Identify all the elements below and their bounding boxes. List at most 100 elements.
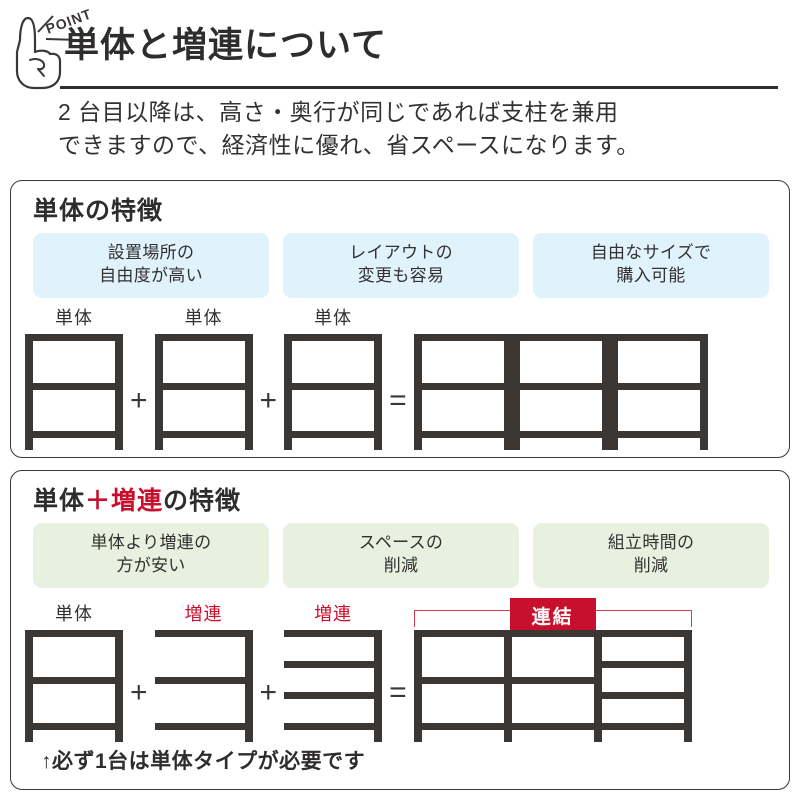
shelf-beam xyxy=(503,630,602,637)
page-title-wrap: 単体と増連について xyxy=(60,28,760,69)
intro-line-1: 2 台目以降は、高さ・奥行が同じであれば支柱を兼用 xyxy=(58,99,619,125)
unit-label: 単体 xyxy=(314,308,353,328)
shelf-beam xyxy=(503,677,602,684)
unit-label: 増連 xyxy=(184,604,223,624)
shelf-unit xyxy=(25,334,123,450)
footnote: ↑必ず1台は単体タイプが必要です xyxy=(41,750,366,773)
shelf-unit xyxy=(511,334,610,450)
shelf-beam xyxy=(593,692,692,699)
title-underline xyxy=(60,86,778,89)
operator-equals: = xyxy=(389,384,407,417)
chip-line-1: 設置場所の xyxy=(107,243,195,262)
intro-text: 2 台目以降は、高さ・奥行が同じであれば支柱を兼用 できますので、経済性に優れ、… xyxy=(58,96,758,161)
panel-single-unit: 単体の特徴 設置場所の 自由度が高い レイアウトの 変更も容易 自由なサイズで … xyxy=(10,180,790,458)
unit-block: 増連 xyxy=(154,604,253,742)
shelf-beam xyxy=(25,383,123,390)
shelf-unit xyxy=(154,630,253,742)
shelf-beam xyxy=(413,723,512,730)
operator-plus: + xyxy=(259,676,278,709)
panel-single-title: 単体の特徴 xyxy=(33,197,164,225)
shelf-unit xyxy=(503,630,602,742)
shelf-beam xyxy=(25,334,123,341)
shelf-unit xyxy=(609,334,708,450)
shelf-beam xyxy=(284,692,383,699)
chip-line-2: 自由度が高い xyxy=(99,265,203,285)
shelf-unit xyxy=(284,630,383,742)
shelf-unit xyxy=(413,334,512,450)
feature-chip: 単体より増連の 方が安い xyxy=(33,523,269,589)
unit-block: 単体 xyxy=(511,309,610,450)
combo-title-plus: ＋ xyxy=(85,487,112,515)
shelf-post-left xyxy=(25,630,33,742)
shelf-beam xyxy=(25,677,123,684)
unit-label: 単体 xyxy=(55,308,93,328)
shelf-beam xyxy=(413,677,512,684)
shelf-beam xyxy=(154,630,253,637)
chip-line-2: 購入可能 xyxy=(616,265,686,285)
connect-banner: 連結 xyxy=(509,598,596,634)
panel-combo-title: 単体＋増連の特徴 xyxy=(33,481,241,517)
shelf-post-left xyxy=(413,630,422,742)
chip-line-2: 削減 xyxy=(383,555,419,575)
shelf-post-right xyxy=(374,334,383,450)
operator-equals: = xyxy=(389,676,407,709)
combo-title-part-1: 単体 xyxy=(33,487,86,515)
shelf-post-right xyxy=(115,630,123,742)
header: POINT 単体と増連について xyxy=(0,0,800,92)
shelf-beam xyxy=(284,661,383,668)
shelf-post-right xyxy=(503,334,512,450)
shelf-post-left xyxy=(413,334,422,450)
shelf-post-right xyxy=(503,630,512,742)
feature-chip: 組立時間の 削減 xyxy=(533,523,769,589)
shelf-post-right xyxy=(601,334,610,450)
chip-line-2: 方が安い xyxy=(116,555,186,575)
shelf-beam xyxy=(609,334,708,341)
shelf-beam xyxy=(284,723,383,730)
shelf-post-left xyxy=(25,334,33,450)
shelf-beam xyxy=(284,334,383,341)
shelf-beam xyxy=(284,630,383,637)
shelf-beam xyxy=(511,431,610,438)
chip-line-1: 組立時間の xyxy=(607,533,695,552)
shelf-post-right xyxy=(699,334,708,450)
connected-bays xyxy=(413,630,692,742)
chip-line-1: 単体より増連の xyxy=(90,533,212,552)
shelf-unit xyxy=(413,630,512,742)
shelf-post-right xyxy=(244,334,253,450)
shelf-beam xyxy=(154,383,253,390)
result-group-separate: 単体単体単体 xyxy=(413,309,708,450)
shelf-beam xyxy=(154,334,253,341)
shelf-post-right xyxy=(244,630,253,742)
single-feature-chips: 設置場所の 自由度が高い レイアウトの 変更も容易 自由なサイズで 購入可能 xyxy=(33,233,769,299)
shelf-unit xyxy=(25,630,123,742)
unit-label: 増連 xyxy=(314,604,353,624)
shelf-beam xyxy=(503,723,602,730)
shelf-beam xyxy=(609,431,708,438)
shelf-unit xyxy=(284,334,383,450)
shelf-post-left xyxy=(154,334,163,450)
feature-chip: レイアウトの 変更も容易 xyxy=(283,233,519,299)
operator-plus: + xyxy=(130,676,148,709)
operator-plus: + xyxy=(259,384,278,417)
shelf-beam xyxy=(593,630,692,637)
shelf-post-left xyxy=(609,334,618,450)
chip-line-2: 削減 xyxy=(633,555,669,575)
shelf-beam xyxy=(154,431,253,438)
combo-title-part-3: の特徴 xyxy=(163,487,242,515)
shelf-post-left xyxy=(284,334,293,450)
shelf-beam xyxy=(413,431,512,438)
shelf-post-right xyxy=(593,630,602,742)
shelf-beam xyxy=(284,431,383,438)
shelf-post-right xyxy=(683,630,692,742)
single-unit-diagram: 単体+単体+単体=単体単体単体 xyxy=(25,309,708,450)
shelf-beam xyxy=(154,677,253,684)
shelf-post-left xyxy=(511,334,520,450)
unit-label: 単体 xyxy=(55,604,93,624)
unit-block: 増連 xyxy=(284,604,383,742)
shelf-beam xyxy=(25,630,123,637)
shelf-unit xyxy=(593,630,692,742)
feature-chip: スペースの 削減 xyxy=(283,523,519,589)
chip-line-1: スペースの xyxy=(358,533,444,552)
shelf-post-right xyxy=(374,630,383,742)
